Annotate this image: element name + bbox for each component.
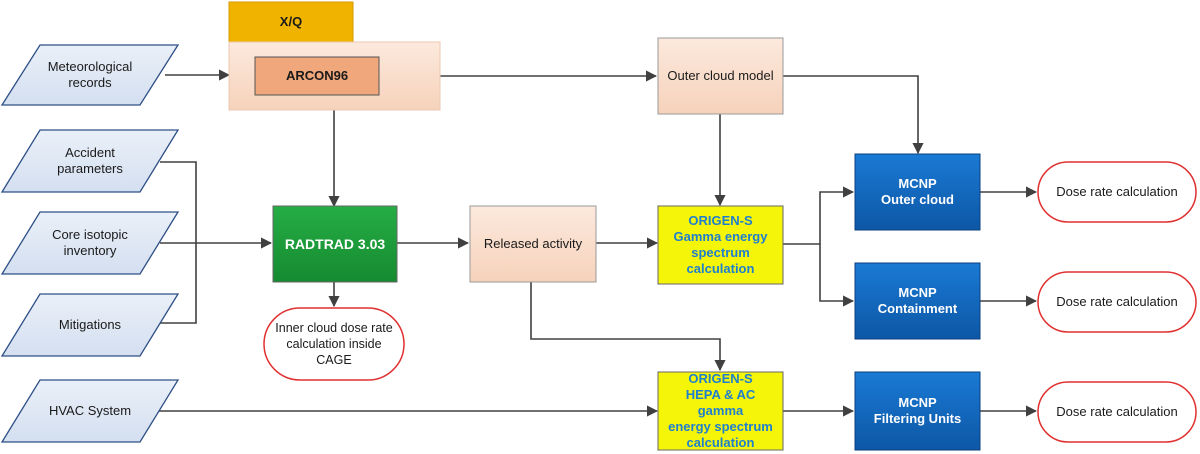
radtrad-label: RADTRAD 3.03	[284, 236, 386, 252]
outer-cloud-model-shape	[657, 37, 784, 115]
arcon-shape	[254, 56, 380, 96]
arrow-origen-to-mcnp-outer	[783, 186, 855, 245]
mcnp-filtering-shape	[854, 371, 981, 451]
origen-hepa-shape	[657, 371, 784, 451]
arrow-outer-model-to-mcnp-outer	[783, 75, 924, 155]
mcnp-containment-label: MCNP Containment	[855, 263, 980, 339]
released-activity-shape	[469, 205, 597, 283]
dose-containment-terminal-shape	[1037, 271, 1197, 333]
mcnp-containment-shape	[854, 262, 981, 340]
inner-cloud-label: Inner cloud dose rate calculation inside…	[275, 321, 393, 367]
mcnp-outer-label: MCNP Outer cloud	[855, 154, 980, 230]
mcnp-outer-title: MCNP	[898, 176, 937, 191]
origen-gamma-label: ORIGEN-S Gamma energy spectrum calculati…	[658, 206, 783, 284]
arrow-origen-to-mcnp-containment	[819, 244, 855, 307]
input-hvac-shape	[0, 379, 180, 443]
xq-label: X/Q	[279, 14, 303, 29]
input-shapes	[0, 44, 180, 443]
origen-hepa-label: ORIGEN-S HEPA & AC gamma energy spectrum…	[658, 371, 783, 450]
input-accident-label: Accident parameters	[57, 145, 123, 176]
connectors	[155, 69, 1038, 417]
dose-containment-label: Dose rate calculation	[1056, 294, 1178, 309]
arcon-label: ARCON96	[285, 68, 349, 83]
dose-filtering-terminal-shape	[1037, 381, 1197, 443]
origen-gamma-shape	[657, 205, 784, 285]
origen-gamma-body: Gamma energy spectrum calculation	[673, 229, 768, 276]
radtrad-shape	[272, 205, 398, 283]
origen-hepa-title: ORIGEN-S	[688, 371, 753, 386]
input-mitigations-shape	[0, 293, 180, 357]
input-mitigations-label: Mitigations	[58, 317, 122, 332]
mcnp-filtering-body: Filtering Units	[873, 411, 962, 426]
input-core-shape	[0, 211, 180, 275]
origen-hepa-body: HEPA & AC gamma energy spectrum calculat…	[668, 387, 773, 450]
mcnp-outer-body: Outer cloud	[881, 192, 954, 207]
input-core-label: Core isotopic inventory	[52, 227, 128, 258]
mcnp-containment-title: MCNP	[898, 285, 937, 300]
dose-outer-label: Dose rate calculation	[1056, 184, 1178, 199]
mcnp-filtering-label: MCNP Filtering Units	[855, 372, 980, 450]
dose-outer-terminal-shape	[1037, 161, 1197, 223]
arrow-released-to-origen-hepa	[530, 282, 726, 372]
terminal-shapes	[263, 161, 1197, 443]
mcnp-containment-body: Containment	[877, 301, 958, 316]
input-meteorological-shape	[0, 44, 180, 106]
input-meteorological-label: Meteorological records	[47, 59, 133, 90]
released-activity-label: Released activity	[483, 236, 583, 251]
origen-gamma-title: ORIGEN-S	[688, 213, 753, 228]
mcnp-filtering-title: MCNP	[898, 395, 937, 410]
dose-filtering-label: Dose rate calculation	[1056, 404, 1178, 419]
inner-cloud-terminal-shape	[263, 307, 405, 381]
mcnp-outer-shape	[854, 153, 981, 231]
input-accident-shape	[0, 129, 180, 193]
input-hvac-label: HVAC System	[48, 403, 132, 418]
line-mitigations-merge	[155, 243, 197, 324]
outer-cloud-model-label: Outer cloud model	[667, 68, 774, 83]
line-accident-merge	[160, 161, 197, 243]
